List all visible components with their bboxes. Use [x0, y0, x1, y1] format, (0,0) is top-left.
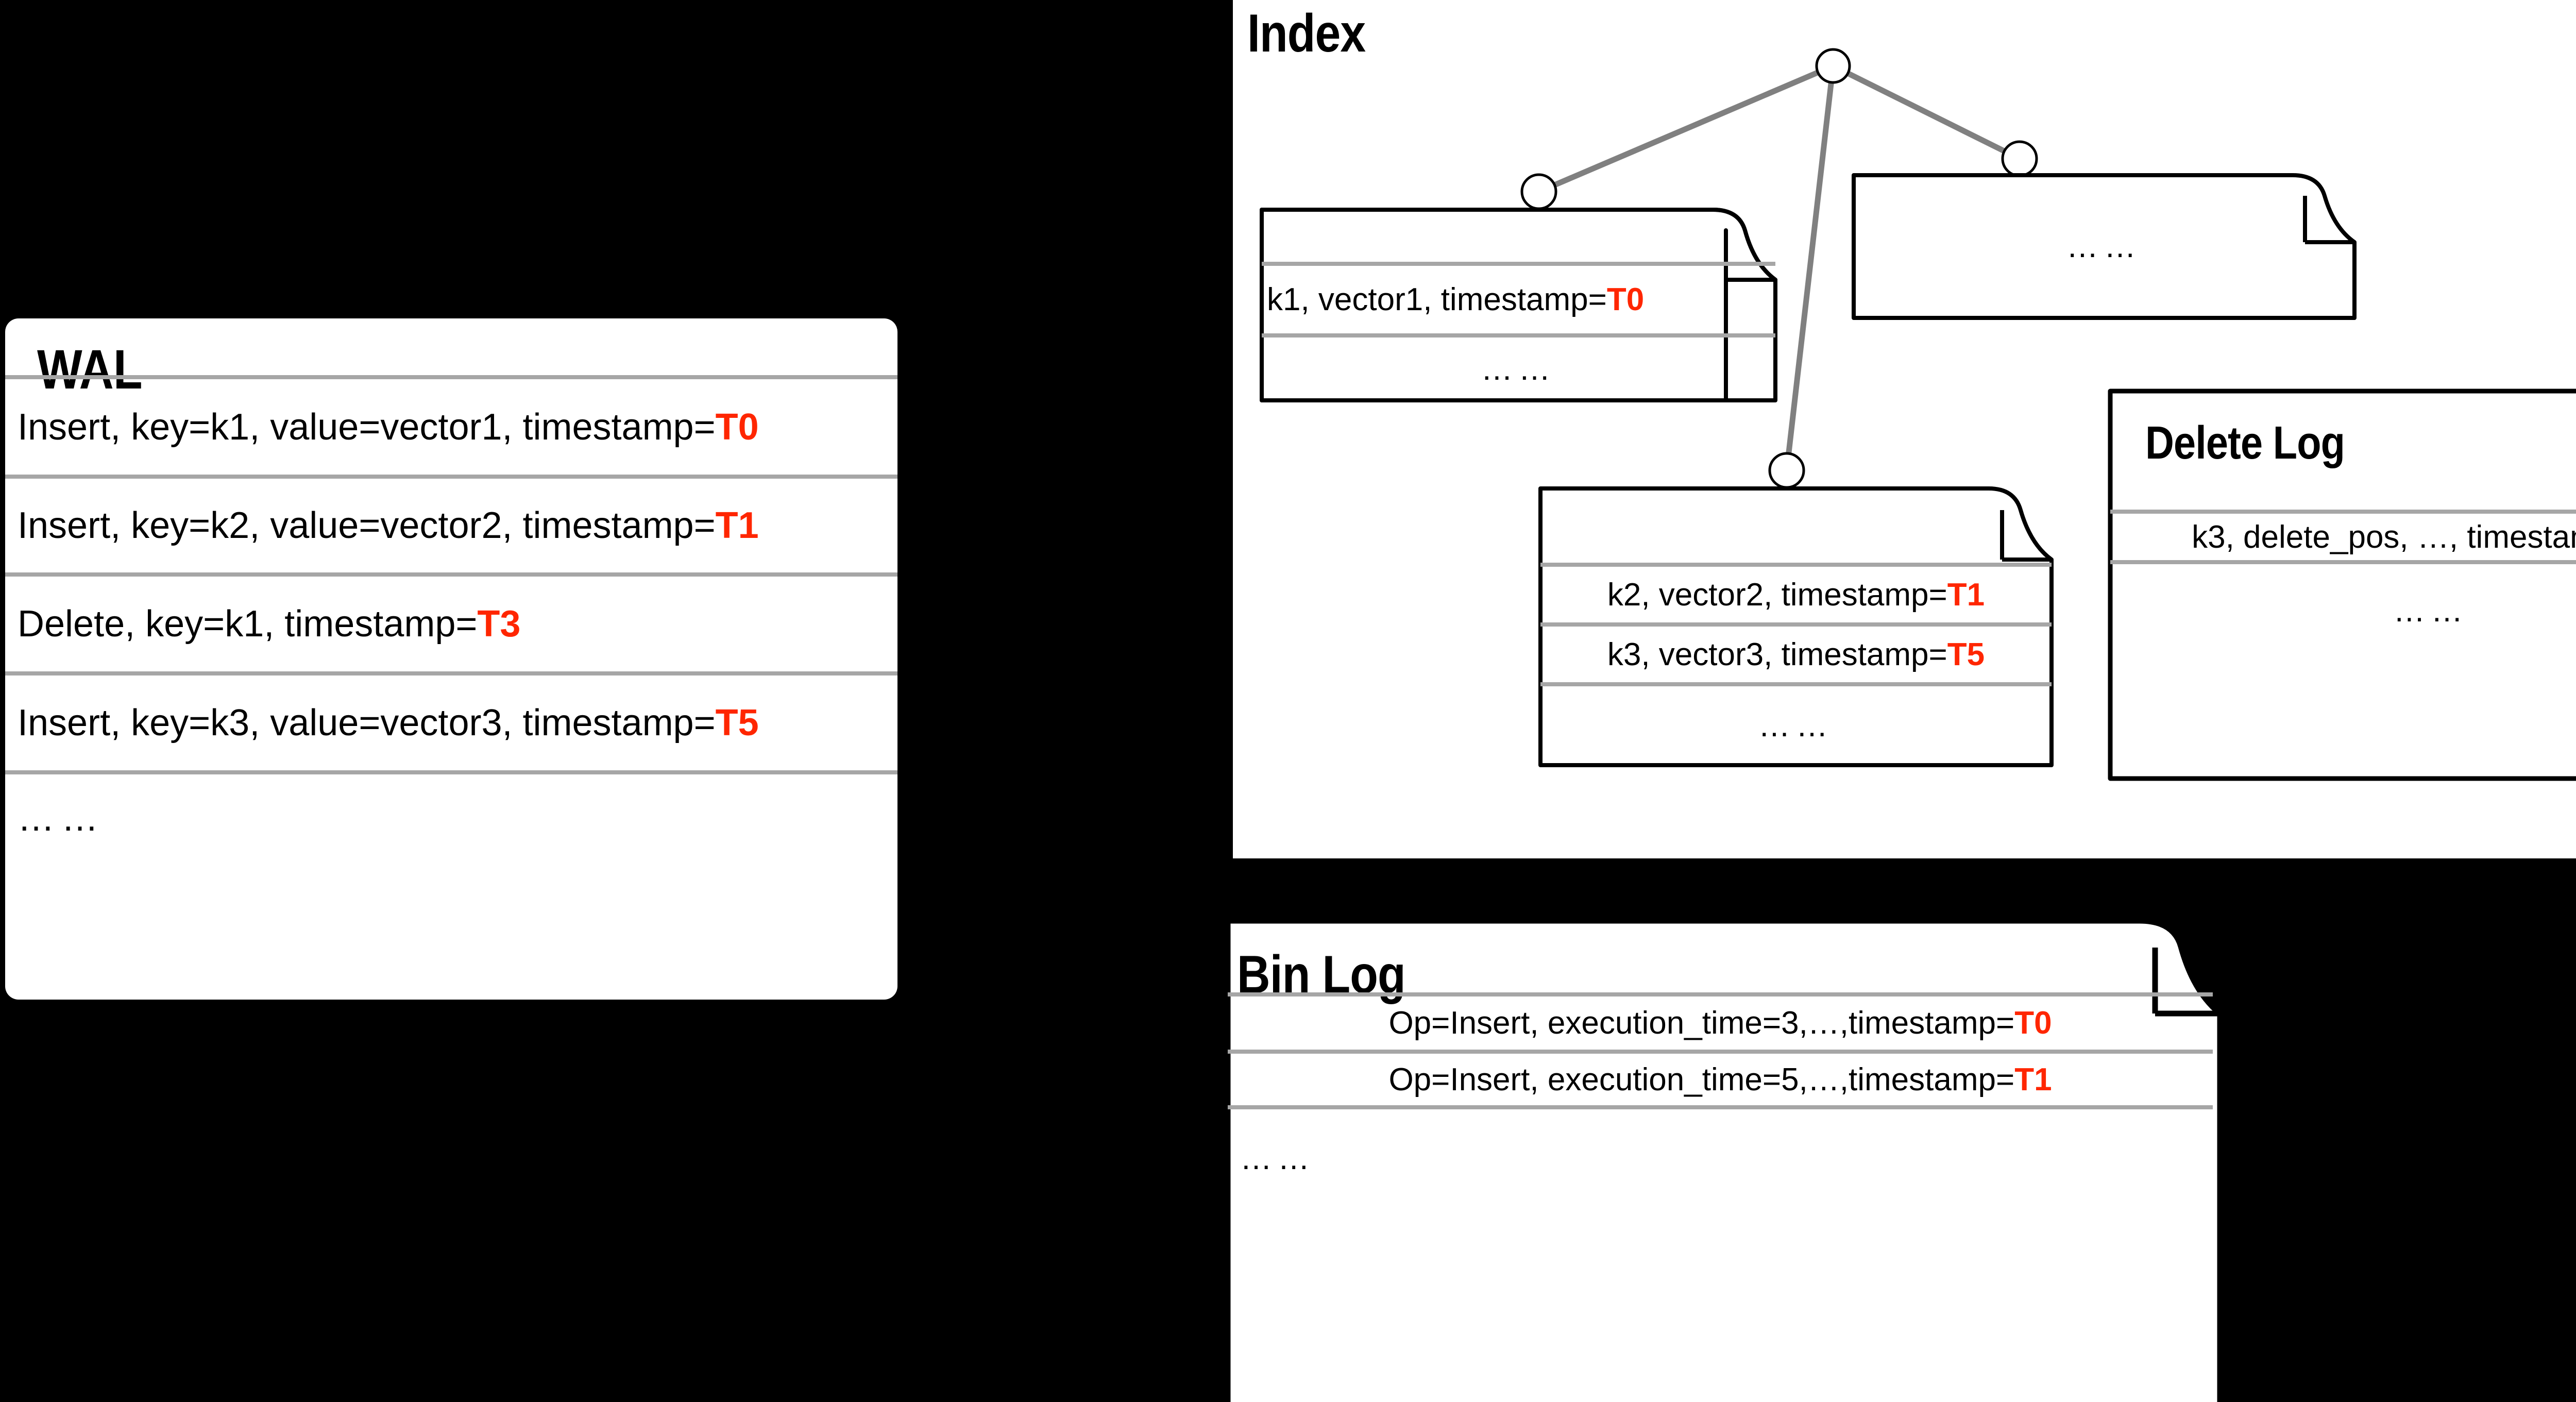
leaf-empty-row-text: ……: [2066, 229, 2142, 264]
folded-card-shape: [1225, 918, 2223, 1402]
bin-log-row-text: ……: [1240, 1140, 1316, 1176]
delete-log-divider: [2110, 510, 2576, 514]
delete-log-card: Delete Log k3, delete_pos, …, timestamp=…: [2108, 388, 2576, 781]
bin-log-row-timestamp: T0: [2014, 1005, 2052, 1041]
wal-row-timestamp: T5: [715, 702, 759, 744]
leaf-k1-divider: [1262, 262, 1775, 266]
leaf-k2k3-row-text: k3, vector3, timestamp=: [1607, 636, 1947, 672]
bin-log-card: Bin Log Op=Insert, execution_time=3,…,ti…: [1225, 918, 2223, 1402]
bin-log-divider: [1228, 992, 2213, 996]
wal-row: Insert, key=k1, value=vector1, timestamp…: [18, 379, 759, 475]
folded-card-shape: [1852, 173, 2357, 320]
wal-divider: [5, 475, 897, 479]
wal-row-text: Insert, key=k3, value=vector3, timestamp…: [18, 702, 716, 744]
wal-row: ……: [18, 774, 105, 862]
leaf-k1-row-timestamp: T0: [1606, 282, 1645, 317]
leaf-k2k3-row-text: ……: [1758, 708, 1834, 744]
bin-log-row: ……: [1240, 1109, 1315, 1207]
wal-row-timestamp: T1: [715, 505, 759, 546]
leaf-k2k3-row: k2, vector2, timestamp=T1: [1540, 567, 2052, 622]
wal-row: Delete, key=k1, timestamp=T3: [18, 577, 520, 671]
bin-log-row-text: Op=Insert, execution_time=5,…,timestamp=: [1388, 1061, 2015, 1097]
leaf-k2k3-divider: [1540, 563, 2052, 567]
leaf-k1-divider: [1262, 333, 1775, 337]
leaf-k1-row: k1, vector1, timestamp=T0: [1267, 266, 1644, 333]
leaf-k2k3-row: k3, vector3, timestamp=T5: [1540, 627, 2052, 682]
wal-row-text: Insert, key=k1, value=vector1, timestamp…: [18, 406, 716, 448]
bin-log-row: Op=Insert, execution_time=5,…,timestamp=…: [1228, 1054, 2213, 1105]
leaf-k2k3-divider: [1540, 682, 2052, 686]
folded-card-shape: [1260, 208, 1777, 402]
delete-log-row: ……: [2110, 564, 2576, 657]
bin-log-divider: [1228, 1105, 2213, 1109]
wal-title: WAL: [37, 338, 143, 400]
wal-row-timestamp: T3: [477, 603, 521, 645]
leaf-k2k3-divider: [1540, 622, 2052, 627]
wal-panel: WAL Insert, key=k1, value=vector1, times…: [5, 318, 897, 1000]
index-leaf-k2k3-card: k2, vector2, timestamp=T1 k3, vector3, t…: [1538, 486, 2054, 767]
leaf-k2k3-row: ……: [1540, 686, 2052, 765]
leaf-empty-row: ……: [1854, 175, 2354, 318]
bin-log-row-text: Op=Insert, execution_time=3,…,timestamp=: [1388, 1005, 2015, 1041]
wal-row-text: Delete, key=k1, timestamp=: [18, 603, 478, 645]
leaf-k2k3-row-timestamp: T1: [1947, 577, 1985, 613]
index-title: Index: [1247, 4, 1366, 63]
wal-row-text: Insert, key=k2, value=vector2, timestamp…: [18, 505, 716, 546]
folded-card-shape: [1538, 486, 2054, 767]
delete-log-row: k3, delete_pos, …, timestamp=T3: [2110, 514, 2576, 560]
wal-row: Insert, key=k2, value=vector2, timestamp…: [18, 479, 759, 572]
bin-log-row: Op=Insert, execution_time=3,…,timestamp=…: [1228, 996, 2213, 1050]
leaf-k1-row-text: ……: [1481, 351, 1556, 387]
wal-divider: [5, 572, 897, 577]
bin-log-row-timestamp: T1: [2014, 1061, 2052, 1097]
leaf-k1-row-text: k1, vector1, timestamp=: [1267, 282, 1607, 317]
wal-row: Insert, key=k3, value=vector3, timestamp…: [18, 675, 759, 770]
delete-log-title: Delete Log: [2145, 417, 2345, 469]
bin-log-divider: [1228, 1050, 2213, 1054]
leaf-k2k3-row-text: k2, vector2, timestamp=: [1607, 577, 1947, 613]
wal-row-timestamp: T0: [715, 406, 759, 448]
leaf-k1-row: ……: [1262, 337, 1775, 400]
folded-card-shape: [2108, 388, 2576, 781]
leaf-k2k3-row-timestamp: T5: [1947, 636, 1985, 672]
wal-row-text: ……: [18, 798, 105, 839]
wal-divider: [5, 671, 897, 675]
index-leaf-k1-card: k1, vector1, timestamp=T0 ……: [1260, 208, 1777, 402]
index-leaf-empty-card: ……: [1852, 173, 2357, 320]
delete-log-divider: [2110, 560, 2576, 564]
delete-log-row-text: ……: [2393, 593, 2469, 629]
delete-log-row-text: k3, delete_pos, …, timestamp=: [2192, 519, 2576, 555]
wal-divider: [5, 375, 897, 379]
wal-divider: [5, 770, 897, 774]
